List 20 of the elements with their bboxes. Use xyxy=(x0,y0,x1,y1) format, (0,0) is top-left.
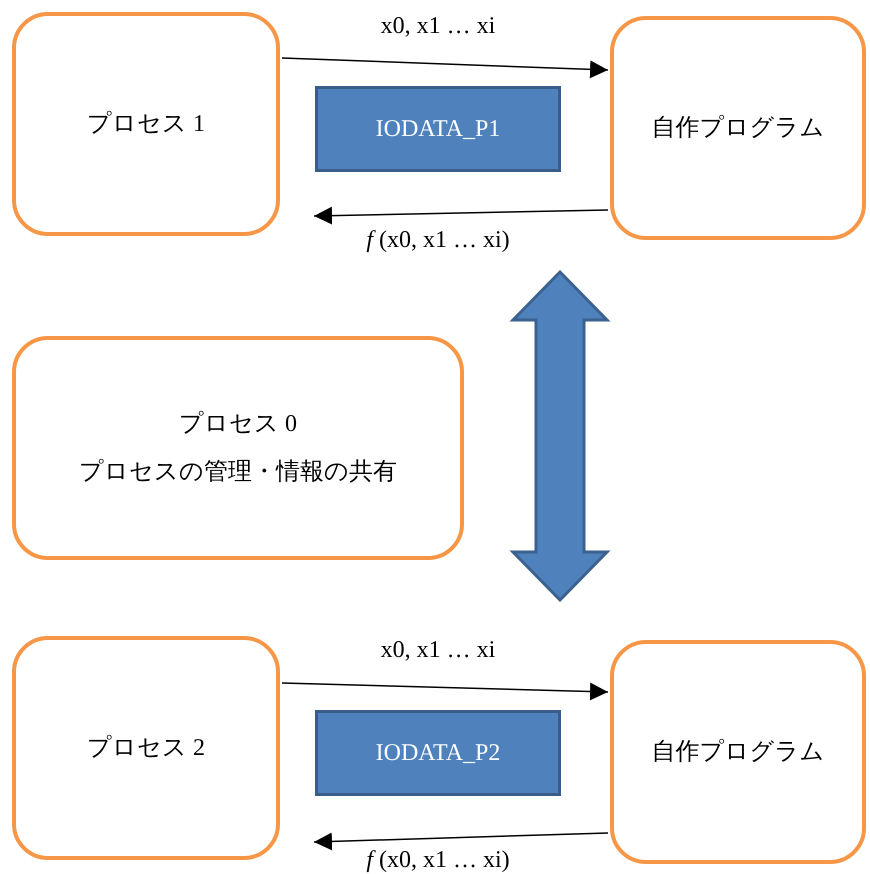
box-description: プロセスの管理・情報の共有 xyxy=(79,458,397,487)
process-box xyxy=(610,16,866,240)
box-title: プロセス 0 xyxy=(179,410,297,439)
process-box xyxy=(12,336,464,560)
process-box xyxy=(610,640,866,864)
box-title: 自作プログラム xyxy=(652,738,824,767)
arrow xyxy=(314,206,608,225)
data-box xyxy=(315,710,561,796)
box-title: IODATA_P1 xyxy=(376,115,500,144)
arrow xyxy=(314,832,608,850)
arrow xyxy=(282,682,608,700)
box-title: プロセス 2 xyxy=(87,734,205,763)
box-title: プロセス 1 xyxy=(87,110,205,139)
arrow xyxy=(282,57,608,78)
process-box xyxy=(12,636,280,860)
box-title: 自作プログラム xyxy=(652,114,824,143)
box-title: IODATA_P2 xyxy=(376,739,500,768)
process-box xyxy=(12,12,280,236)
data-box xyxy=(315,86,561,172)
double-block-arrow xyxy=(509,270,611,602)
